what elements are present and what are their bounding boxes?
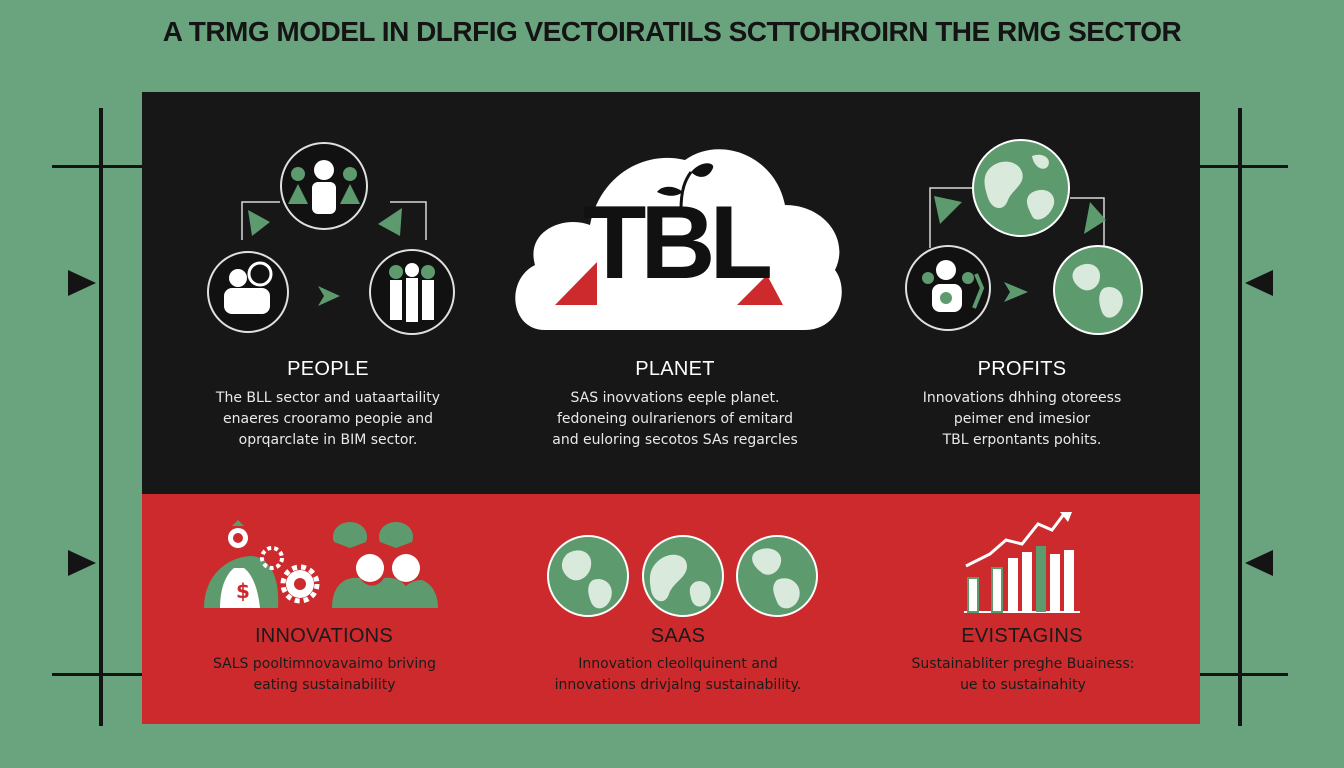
trend-arrow-icon [965, 513, 1066, 568]
page-title: A TRMG MODEL IN DLRFIG VECTOIRATILS SCTT… [162, 16, 1182, 47]
text-profits: Innovations dhhing otoreess peimer end i… [872, 388, 1172, 451]
tbl-cloud-icon [515, 149, 842, 330]
text-people: The BLL sector and uataartaility enaeres… [178, 388, 478, 451]
frame-right-vertical [1238, 108, 1242, 726]
globe-cycle-icon [905, 139, 1143, 335]
text-evistagins: Sustainabliter preghe Buainess: ue to su… [870, 654, 1176, 696]
heading-people: PEOPLE [287, 358, 369, 380]
text-saas-line-1: Innovation cleollquinent and [578, 656, 778, 672]
tbl-logo-text: TBL [582, 185, 773, 301]
text-evistagins-line-2: ue to sustainahity [960, 677, 1086, 693]
gear-icon [260, 546, 320, 604]
text-saas: Innovation cleollquinent and innovations… [515, 654, 841, 696]
text-planet-line-2: fedoneing oulrarienors of emitard [557, 411, 793, 427]
globe-icon [736, 535, 818, 617]
text-planet: SAS inovvations eeple planet. fedoneing … [520, 388, 830, 451]
text-planet-line-1: SAS inovvations eeple planet. [570, 390, 780, 406]
frame-right-h2 [1200, 673, 1288, 676]
text-profits-line-2: peimer end imesior [953, 411, 1091, 427]
text-people-line-3: oprqarclate in BIM sector. [238, 432, 418, 448]
text-planet-line-3: and euloring secotos SAs regarcles [552, 432, 798, 448]
text-innovations-line-1: SALS pooltimnovavaimo briving [213, 656, 436, 672]
heading-saas: SAAS [650, 625, 706, 647]
globe-icon [642, 535, 724, 617]
arrow-left-2 [68, 550, 96, 576]
money-bag-icon: $ [204, 520, 279, 608]
heading-planet: PLANET [635, 358, 715, 380]
text-profits-line-3: TBL erpontants pohits. [942, 432, 1102, 448]
text-profits-line-1: Innovations dhhing otoreess [922, 390, 1122, 406]
arrow-right-1 [1245, 270, 1273, 296]
text-saas-line-2: innovations drivjalng sustainability. [554, 677, 802, 693]
arrow-right-2 [1245, 550, 1273, 576]
people-team-icon [332, 522, 438, 608]
heading-evistagins: EVISTAGINS [961, 625, 1083, 647]
globe-icon [547, 535, 629, 617]
frame-right-h1 [1200, 165, 1288, 168]
text-people-line-2: enaeres crooramo peopie and [223, 411, 433, 427]
innovations-icon-group: $ [204, 520, 438, 608]
heading-profits: PROFITS [977, 358, 1067, 380]
text-innovations-line-2: eating sustainability [253, 677, 396, 693]
frame-left-h2 [52, 673, 142, 676]
heading-innovations: INNOVATIONS [254, 625, 394, 647]
bar-chart-icon [964, 512, 1080, 613]
text-innovations: SALS pooltimnovavaimo briving eating sus… [172, 654, 477, 696]
svg-text:$: $ [236, 579, 250, 603]
arrow-left-1 [68, 270, 96, 296]
frame-left-h1 [52, 165, 142, 168]
saas-globes [547, 535, 818, 617]
people-cycle-icon [207, 142, 455, 335]
frame-left-vertical [99, 108, 103, 726]
text-evistagins-line-1: Sustainabliter preghe Buainess: [911, 656, 1135, 672]
text-people-line-1: The BLL sector and uataartaility [215, 390, 441, 406]
